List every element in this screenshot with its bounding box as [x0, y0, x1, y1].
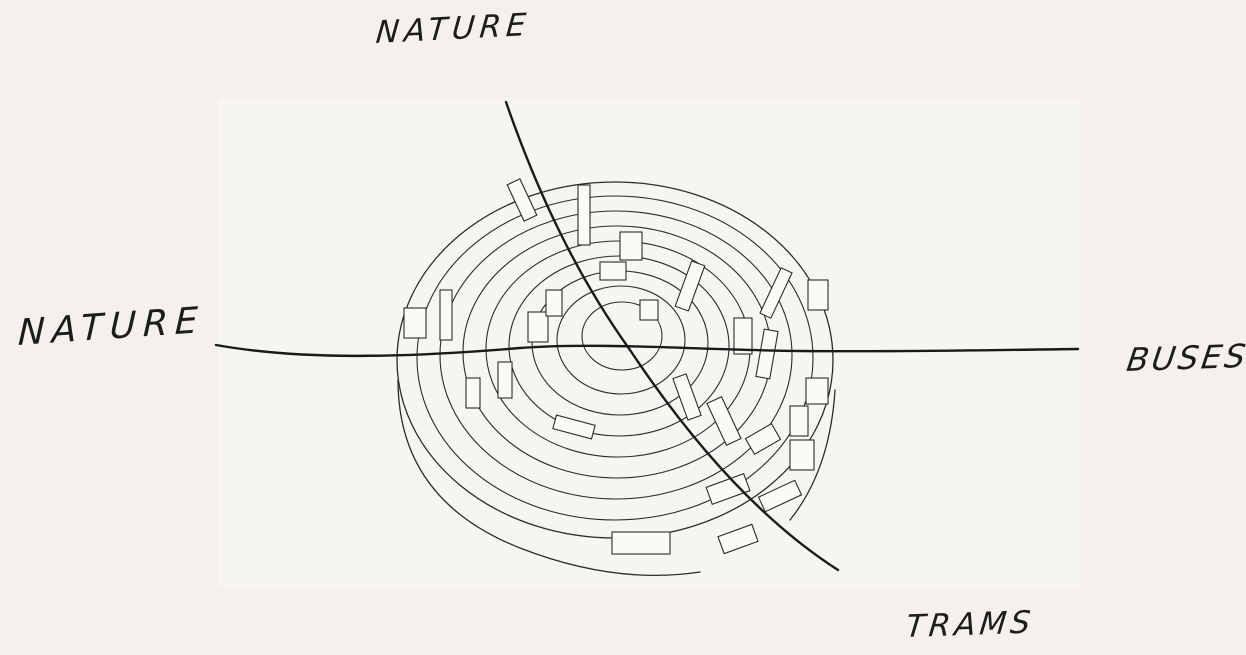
maze-wall-block [790, 406, 808, 436]
maze-wall-block [600, 262, 626, 280]
label-top: NATURE [375, 10, 532, 49]
maze-wall-block [808, 280, 828, 310]
maze-wall-block [806, 378, 828, 404]
maze-wall-block [440, 290, 452, 340]
maze-wall-block [673, 374, 701, 420]
maze-wall-block [528, 312, 548, 342]
maze-wall-block [612, 532, 670, 554]
label-bottom: TRAMS [904, 607, 1035, 643]
maze-wall-block [746, 424, 781, 455]
maze-wall-block [404, 308, 426, 338]
label-right: BUSES [1125, 340, 1246, 376]
maze-wall-block [707, 397, 741, 445]
maze-wall-block [790, 440, 814, 470]
maze-wall-block [718, 524, 758, 553]
maze-wall-block [706, 474, 750, 505]
maze-wall-block [620, 232, 642, 260]
maze-ring-3 [440, 211, 792, 499]
maze-wall-block [546, 290, 562, 316]
maze-wall-block [756, 329, 778, 379]
maze-wall-block [760, 268, 792, 318]
maze-ring-2 [417, 196, 813, 520]
axis-nature-buses [216, 345, 1078, 356]
maze-wall-block [578, 185, 590, 245]
maze-wall-block [507, 179, 537, 221]
maze-wall-block [758, 480, 801, 511]
maze-wall-block [466, 378, 480, 408]
maze-wall-block [553, 415, 595, 439]
maze-wall-block [640, 300, 658, 320]
maze-wall-block [498, 362, 512, 398]
